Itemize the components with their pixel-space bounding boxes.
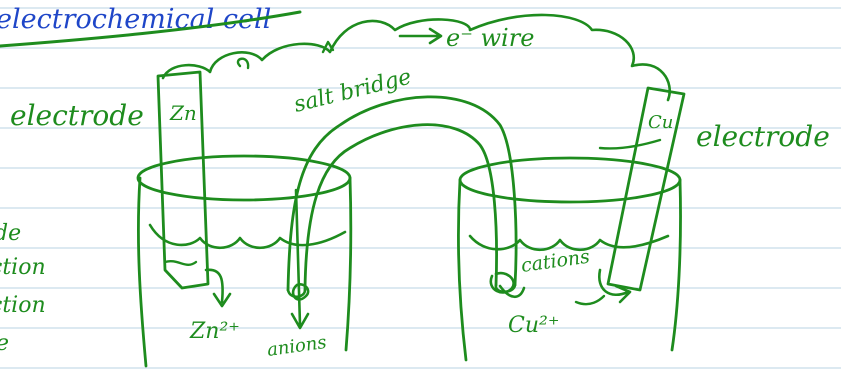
margin-fragment-3: ction xyxy=(0,293,46,318)
left-beaker-right-wall xyxy=(346,178,351,350)
anions-label: anions xyxy=(266,332,328,361)
cu-rod-label: Cu xyxy=(648,112,673,133)
left-beaker-rim xyxy=(138,156,350,200)
cu-rod-connector xyxy=(600,140,660,149)
zn-rod-label: Zn xyxy=(169,101,197,125)
wire-loop-mark xyxy=(238,59,248,68)
left-electrode-label: electrode xyxy=(10,99,144,132)
margin-fragment-4: e xyxy=(0,331,9,356)
zn-rod-scribble xyxy=(165,261,196,265)
cu-ion-label: Cu²⁺ xyxy=(508,313,559,338)
right-electrode-label: electrode xyxy=(696,120,830,153)
margin-fragment-1: de xyxy=(0,221,21,246)
salt-bridge-left-plug xyxy=(288,290,305,297)
right-beaker-right-wall xyxy=(672,180,681,350)
margin-fragment-2: ction xyxy=(0,255,46,280)
left-beaker-left-wall xyxy=(138,178,146,366)
zn-ion-arrow xyxy=(206,270,230,306)
salt-bridge-inner xyxy=(305,125,497,290)
electron-wire-label: e⁻ wire xyxy=(446,24,534,52)
left-solution-surface xyxy=(150,225,345,248)
zn-ion-label: Zn²⁺ xyxy=(189,319,240,344)
right-beaker-left-wall xyxy=(458,180,466,360)
cation-scribble xyxy=(576,296,604,304)
electron-flow-arrow xyxy=(400,29,441,43)
salt-bridge-label: salt bridge xyxy=(291,65,414,118)
cations-label: cations xyxy=(520,246,592,277)
title-label: electrochemical cell xyxy=(0,4,271,35)
